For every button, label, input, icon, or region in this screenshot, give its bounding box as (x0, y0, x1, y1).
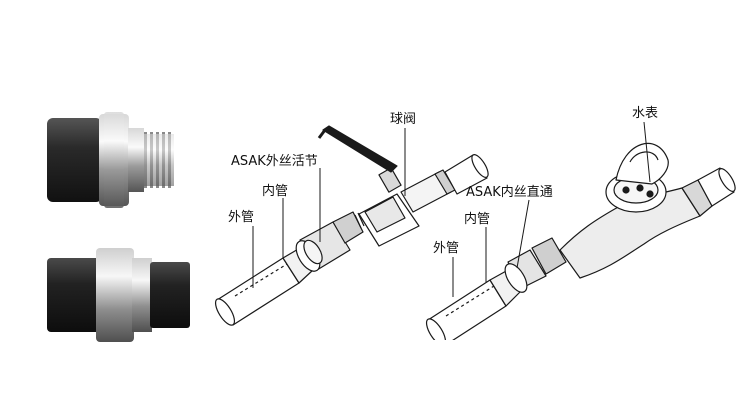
ball-valve-installation-drawing (214, 125, 489, 326)
straight-fitting-photo (47, 248, 190, 342)
water-meter (559, 142, 736, 279)
water-meter-label: 水表 (632, 106, 659, 121)
pipe-right (444, 154, 489, 195)
leader-water-meter (643, 121, 651, 183)
straight-fitting-right (504, 237, 567, 293)
ball-valve (317, 125, 456, 247)
inner-pipe-label-right: 内管 (464, 212, 491, 227)
outer-pipe-label-left: 外管 (228, 210, 255, 225)
outer-pipe-label-right: 外管 (433, 241, 460, 256)
straight-label: ASAK内丝直通 (466, 185, 553, 200)
union-label: ASAK外丝活节 (231, 154, 318, 169)
leader-straight (516, 199, 530, 269)
water-meter-installation-drawing (425, 142, 736, 340)
ball-valve-label: 球阀 (390, 112, 417, 127)
union-fitting-photo (47, 112, 174, 208)
inner-pipe-label-left: 内管 (262, 184, 289, 199)
union-fitting-left (295, 211, 365, 272)
